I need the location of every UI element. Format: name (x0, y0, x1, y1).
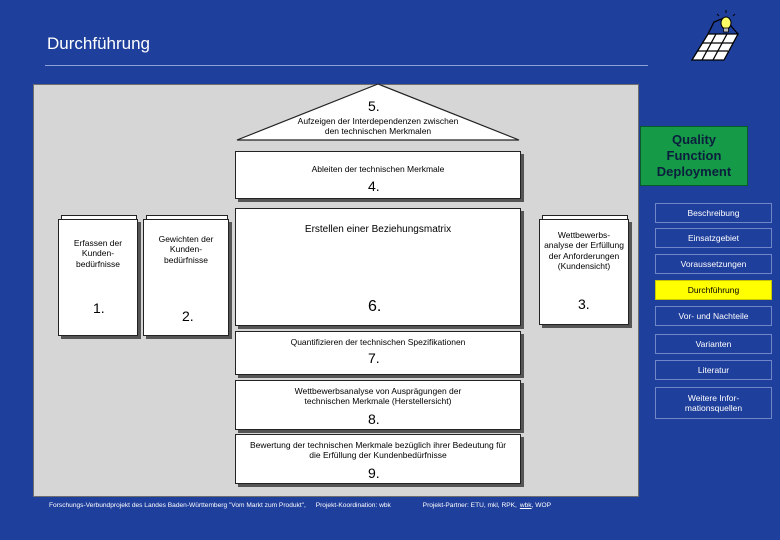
nav-weitere-line-2: mationsquellen (684, 403, 743, 413)
step-2-text: Gewichten der Kunden-bedürfnisse (158, 234, 214, 265)
step-6-text: Erstellen einer Beziehungsmatrix (304, 224, 452, 235)
qfd-title-badge: Quality Function Deployment (640, 126, 748, 186)
step-2-box[interactable]: Gewichten der Kunden-bedürfnisse 2. (143, 219, 229, 336)
step-5-number: 5. (368, 98, 380, 114)
step-7-box[interactable]: Quantifizieren der technischen Spezifika… (235, 331, 521, 375)
step-8-box[interactable]: Wettbewerbsanalyse von Ausprägungen der … (235, 380, 521, 430)
lightbulb-icon (716, 10, 736, 33)
step-9-box[interactable]: Bewertung der technischen Merkmale bezüg… (235, 434, 521, 484)
roof-triangle (236, 83, 520, 141)
qfd-label-line-3: Deployment (656, 164, 732, 179)
nav-vor-und-nachteile[interactable]: Vor- und Nachteile (655, 306, 772, 326)
step-4-box[interactable]: Ableiten der technischen Merkmale 4. (235, 151, 521, 199)
house-of-quality-logo-icon (690, 10, 740, 61)
step-5-text: Aufzeigen der Interdependenzen zwischen … (297, 116, 459, 137)
step-7-text: Quantifizieren der technischen Spezifika… (290, 337, 466, 347)
step-6-box[interactable]: Erstellen einer Beziehungsmatrix 6. (235, 208, 521, 326)
step-8-number: 8. (368, 411, 380, 427)
step-9-text: Bewertung der technischen Merkmale bezüg… (249, 440, 507, 461)
footer-partner-suffix: , WOP (531, 502, 551, 509)
step-7-number: 7. (368, 350, 380, 366)
nav-voraussetzungen[interactable]: Voraussetzungen (655, 254, 772, 274)
step-3-number: 3. (578, 296, 590, 312)
step-4-number: 4. (368, 178, 380, 194)
page-title: Durchführung (47, 34, 151, 53)
step-1-text: Erfassen der Kunden-bedürfnisse (73, 238, 123, 269)
nav-beschreibung[interactable]: Beschreibung (655, 203, 772, 223)
footer-partner-link[interactable]: wbk (519, 502, 532, 509)
step-2-number: 2. (182, 308, 194, 324)
nav-weitere-line-1: Weitere Infor- (687, 392, 740, 403)
nav-literatur[interactable]: Literatur (655, 360, 772, 380)
step-9-number: 9. (368, 465, 380, 481)
footer-partner: Projekt-Partner: ETU, mkl, RPK,wbk, WOP (423, 502, 551, 509)
nav-varianten[interactable]: Varianten (655, 334, 772, 354)
qfd-label-line-2: Function (666, 148, 722, 163)
nav-einsatzgebiet[interactable]: Einsatzgebiet (655, 228, 772, 248)
nav-weitere-informationsquellen[interactable]: Weitere Infor- mationsquellen (655, 387, 772, 419)
step-4-text: Ableiten der technischen Merkmale (311, 164, 445, 174)
footer-partner-prefix: Projekt-Partner: ETU, mkl, RPK, (422, 502, 517, 509)
step-6-number: 6. (368, 298, 382, 315)
step-1-number: 1. (93, 300, 105, 316)
step-3-text: Wettbewerbs-analyse der Erfüllung der An… (544, 230, 624, 272)
step-3-box[interactable]: Wettbewerbs-analyse der Erfüllung der An… (539, 219, 629, 325)
title-divider (45, 65, 648, 66)
nav-durchfuehrung[interactable]: Durchführung (655, 280, 772, 300)
step-8-text: Wettbewerbsanalyse von Ausprägungen der … (294, 386, 462, 407)
step-1-box[interactable]: Erfassen der Kunden-bedürfnisse 1. (58, 219, 138, 336)
footer: Forschungs-Verbundprojekt des Landes Bad… (49, 502, 551, 509)
qfd-label-line-1: Quality (671, 132, 717, 147)
footer-verbund: Forschungs-Verbundprojekt des Landes Bad… (49, 502, 306, 509)
footer-koordination: Projekt-Koordination: wbk (315, 502, 391, 509)
